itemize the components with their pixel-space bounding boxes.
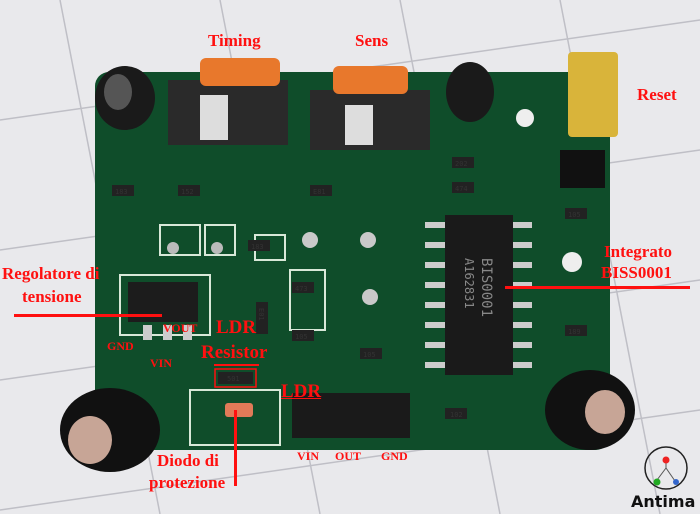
svg-text:A162831: A162831 — [462, 258, 476, 309]
label-ldr-resistor-2: Resistor — [201, 342, 268, 363]
pointer-line-regolatore — [14, 314, 162, 317]
label-vin-reg: VIN — [150, 356, 173, 370]
label-pin-vin: VIN — [297, 449, 320, 463]
label-regolatore: Regolatore di — [2, 264, 100, 283]
diode — [225, 403, 253, 417]
label-gnd-reg: GND — [107, 339, 134, 353]
svg-text:183: 183 — [251, 243, 264, 251]
svg-text:102: 102 — [450, 411, 463, 419]
label-protezione: protezione — [149, 473, 226, 492]
svg-text:474: 474 — [455, 185, 468, 193]
svg-text:105: 105 — [363, 351, 376, 359]
label-sens: Sens — [355, 31, 389, 50]
biss0001-chip: BIS0001 A162831 — [425, 215, 532, 375]
svg-text:501: 501 — [227, 375, 240, 383]
svg-text:105: 105 — [295, 333, 308, 341]
label-biss0001: BISS0001 — [601, 263, 672, 282]
svg-text:189: 189 — [568, 328, 581, 336]
pin-header — [292, 393, 410, 438]
svg-text:105: 105 — [568, 211, 581, 219]
label-ldr: LDR — [281, 381, 322, 402]
svg-text:BIS0001: BIS0001 — [478, 258, 494, 317]
label-integrato: Integrato — [604, 242, 672, 261]
svg-text:202: 202 — [455, 160, 468, 168]
svg-text:E01: E01 — [257, 308, 265, 321]
antima-logo — [644, 446, 688, 490]
svg-text:152: 152 — [181, 188, 194, 196]
label-reset: Reset — [637, 85, 677, 104]
label-pin-gnd: GND — [381, 449, 408, 463]
label-pin-out: OUT — [335, 449, 362, 463]
label-tensione: tensione — [22, 287, 82, 306]
reset-jumper — [568, 52, 618, 137]
label-ldr-resistor-1: LDR — [216, 317, 257, 338]
svg-text:183: 183 — [115, 188, 128, 196]
ldr-resistor-highlight — [214, 368, 257, 388]
svg-text:E81: E81 — [313, 188, 326, 196]
pointer-line-integrato — [505, 286, 690, 289]
svg-text:473: 473 — [295, 285, 308, 293]
underline-ldr-resistor — [214, 364, 259, 366]
label-timing: Timing — [208, 31, 261, 50]
label-vout: VOUT — [163, 321, 198, 335]
label-diodo: Diodo di — [157, 451, 219, 470]
antima-logo-text: Antima — [631, 492, 696, 511]
pointer-line-diodo — [234, 410, 237, 486]
